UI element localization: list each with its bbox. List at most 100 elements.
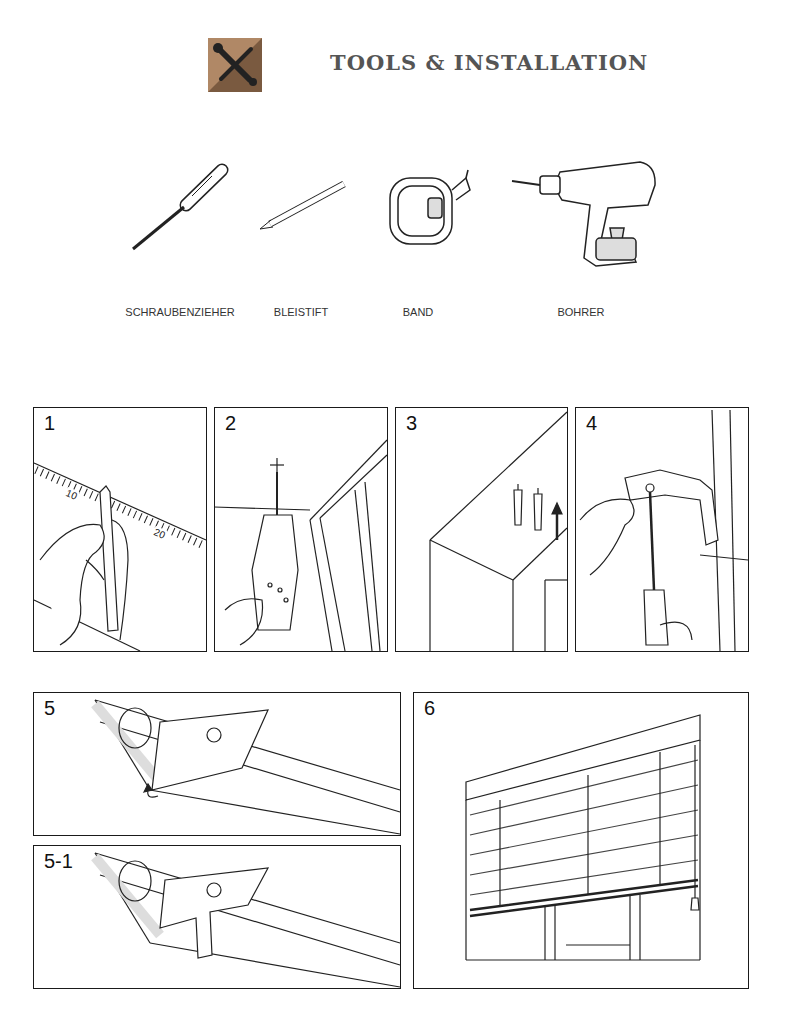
title-icon [208, 38, 262, 92]
step3-illustration-part [534, 494, 542, 530]
tool-name: BAND [403, 306, 434, 318]
title-icon-part [221, 49, 251, 79]
step-panel: 6 [413, 692, 749, 989]
step4-illustration-part [625, 470, 718, 545]
step-panel: 5 [33, 692, 401, 836]
step2-illustration-part [284, 598, 288, 602]
step3-illustration-part [513, 528, 567, 580]
step-panel: 3 [395, 407, 568, 652]
step2-illustration-part [320, 518, 345, 651]
step-panel: 4 [575, 407, 749, 652]
page-title: TOOLS & INSTALLATION [330, 50, 648, 75]
pencil-icon-part [270, 184, 344, 224]
step6-illustration-part [659, 752, 660, 885]
title-icon-part [213, 43, 223, 53]
tool-name: BOHRER [557, 306, 604, 318]
step5-illustration-part [152, 710, 268, 790]
ruler-number: 20 [152, 525, 168, 540]
step2-illustration-part [310, 520, 332, 651]
step-number: 4 [584, 412, 599, 434]
step6-illustration-part [470, 760, 698, 895]
tape-measure-icon-part [466, 170, 468, 178]
pencil-icon-part [270, 184, 344, 224]
step1-illustration-part [40, 524, 104, 645]
step2-illustration-part [365, 482, 380, 651]
step3-illustration-part [544, 580, 545, 651]
screwdriver-icon-part [133, 207, 184, 249]
step-number: 2 [223, 412, 238, 434]
step3-illustration-part [552, 503, 562, 514]
title-icon-part [220, 50, 250, 80]
pencil-icon [260, 184, 344, 229]
step-number: 6 [422, 697, 437, 719]
step2-illustration-part [214, 507, 310, 510]
step1-illustration-part [86, 560, 104, 580]
step4-illustration-part [730, 410, 735, 651]
drill-icon-part [556, 162, 655, 266]
step3-illustration-part [545, 579, 567, 580]
step1-illustration-part [36, 470, 205, 546]
tape-measure-icon-part [398, 186, 444, 236]
step1-illustration-part [34, 463, 206, 540]
step3-illustration [430, 412, 567, 651]
step3-illustration-part [512, 580, 513, 651]
step3-illustration-part [514, 490, 522, 525]
step2-illustration-part [252, 515, 298, 630]
title-icon-part [208, 38, 262, 92]
step5-1-illustration-part [150, 943, 400, 987]
step5-1-illustration [95, 853, 400, 987]
drill-icon [512, 162, 655, 266]
step-panel: 1 [33, 407, 207, 652]
tape-measure-icon [390, 170, 470, 244]
step5-illustration-part [119, 708, 151, 748]
title-icon-part [249, 78, 257, 86]
screwdriver-icon-part [186, 170, 222, 205]
screwdriver-icon-part [192, 176, 212, 196]
step6-illustration-part [639, 895, 640, 960]
step4-illustration [580, 410, 748, 651]
step4-illustration-part [646, 484, 654, 492]
tape-measure-icon-part [390, 178, 452, 244]
step-number: 3 [404, 412, 419, 434]
step2-illustration-part [278, 588, 282, 592]
screwdriver-icon-part [186, 170, 222, 205]
step6-illustration [466, 715, 700, 960]
step1-illustration-part [100, 486, 118, 631]
step6-illustration-part [587, 775, 588, 895]
step2-illustration-part [320, 455, 387, 518]
step4-illustration-part [700, 555, 748, 560]
step3-illustration-part [430, 412, 567, 540]
step2-illustration-part [268, 583, 272, 587]
step1-illustration [34, 463, 206, 651]
step6-illustration-part [691, 898, 699, 910]
step6-illustration-part [466, 959, 700, 960]
drill-icon-part [596, 238, 636, 260]
step4-illustration-part [644, 590, 668, 645]
tape-measure-icon-part [452, 178, 470, 200]
step6-illustration-part [499, 800, 500, 905]
step4-illustration-part [580, 499, 634, 575]
pencil-icon-part [260, 220, 273, 229]
step5-1-illustration-part [160, 868, 268, 958]
step5-illustration-part [144, 784, 152, 792]
step5-illustration [95, 700, 400, 834]
title-icon-part [208, 38, 262, 92]
tool-name: SCHRAUBENZIEHER [125, 306, 234, 318]
step6-illustration-part [554, 905, 555, 960]
step3-illustration-part [517, 484, 518, 490]
drill-icon-part [540, 176, 560, 194]
step2-illustration-part [225, 599, 263, 645]
screwdriver-icon [133, 170, 222, 249]
step5-illustration-part [95, 704, 160, 782]
step-number: 5-1 [42, 850, 75, 872]
step6-illustration-part [629, 895, 630, 960]
tape-measure-icon-part [428, 198, 442, 218]
step6-illustration-part [694, 745, 695, 898]
step-panel: 5-1 [33, 845, 401, 989]
step3-illustration-part [430, 540, 513, 580]
step2-illustration-part [310, 440, 387, 520]
step2-illustration-part [270, 464, 284, 465]
step5-1-illustration-part [119, 861, 151, 901]
step4-illustration-part [650, 492, 654, 590]
step2-illustration-part [276, 472, 278, 515]
